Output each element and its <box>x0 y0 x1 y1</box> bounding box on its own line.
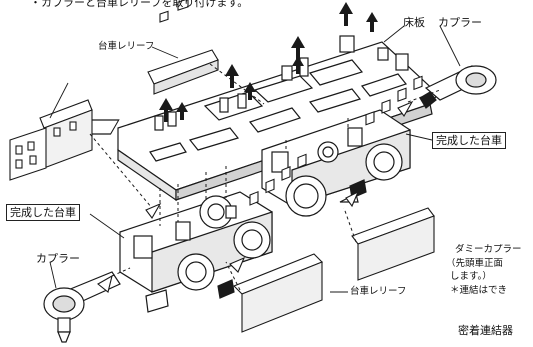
instruction-header: ・カプラーと台車レリーフを取り付けます。 <box>30 0 249 9</box>
dummy-coupler-note-3: ＊連結はでき <box>450 285 508 296</box>
dummy-coupler-note-1: （先頭車正面 <box>446 258 504 269</box>
direction-markers <box>97 100 414 293</box>
tight-coupler-label: 密着連結器 <box>458 324 513 337</box>
coupler-top-right-label: カプラー <box>438 16 482 29</box>
completed-bogie-right-label: 完成した台車 <box>432 132 506 149</box>
coupler-bottom-left-drawing <box>43 271 121 343</box>
dummy-coupler-note-2: します。） <box>450 271 492 282</box>
bogie-left-drawing <box>119 191 273 313</box>
completed-bogie-left-label: 完成した台車 <box>6 204 80 221</box>
coupler-bottom-left-label: カプラー <box>36 252 80 265</box>
label-leaders <box>49 25 461 293</box>
coupler-top-right-drawing <box>419 65 497 109</box>
assembly-guide-lines <box>89 63 441 291</box>
relief-top-left-label: 台車レリーフ <box>98 41 155 52</box>
relief-bottom-label: 台車レリーフ <box>350 286 407 297</box>
relief-plate-bottom-drawing <box>233 75 435 333</box>
dummy-coupler-label: ダミーカプラー <box>455 244 522 255</box>
lift-arrows <box>159 2 378 122</box>
relief-plate-top-drawing <box>9 0 219 181</box>
floor-plate-label: 床板 <box>403 16 425 29</box>
